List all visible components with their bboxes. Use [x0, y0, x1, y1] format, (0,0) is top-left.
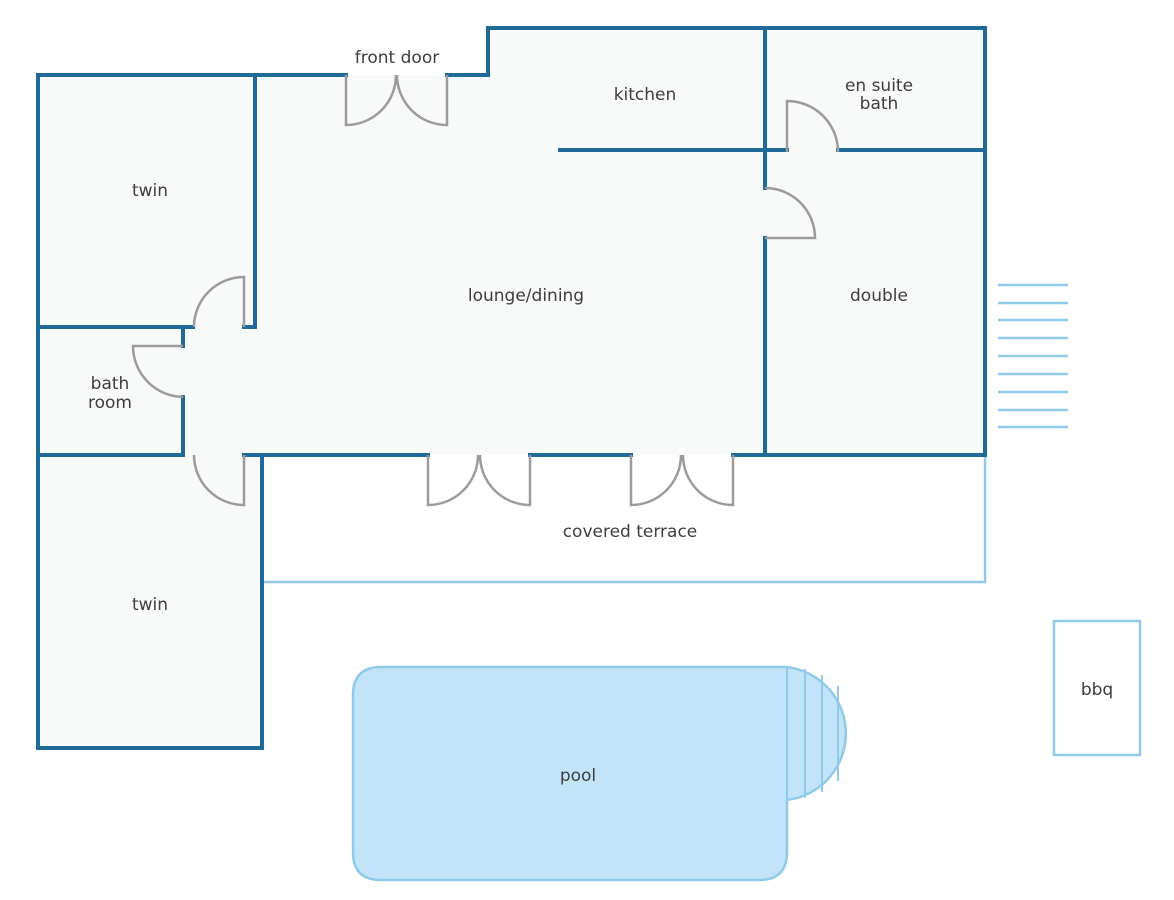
front-door-label: front door [355, 48, 439, 68]
twin-bottom-label: twin [132, 595, 168, 615]
bbq-area [1052, 619, 1142, 757]
main-floor [38, 28, 985, 748]
terrace-door-right [629, 454, 735, 507]
bath-room-label-line1: bath [91, 374, 130, 394]
bbq-label: bbq [1081, 680, 1113, 700]
double-label: double [850, 286, 908, 306]
pool-steps [786, 667, 839, 800]
floor-areas [38, 28, 985, 748]
pool [351, 665, 847, 882]
bath-door [131, 344, 184, 399]
steps [998, 283, 1068, 429]
kitchen-label: kitchen [614, 85, 677, 105]
twin-top-door [192, 275, 246, 328]
covered-terrace-outline [262, 455, 987, 584]
covered-terrace-label: covered terrace [563, 522, 698, 542]
bath-room-label-line2: room [88, 393, 132, 413]
terrace-door-left [426, 454, 532, 507]
twin-top-label: twin [132, 181, 168, 201]
pool-label: pool [560, 766, 596, 786]
pool-shape [351, 665, 847, 882]
walls [36, 26, 987, 750]
front-door-swing [344, 74, 449, 127]
double-bedroom-door [764, 186, 817, 240]
en-suite-door [785, 99, 840, 153]
en-suite-label-line1: en suite [845, 76, 913, 96]
labels: front door kitchen en suite bath twin lo… [88, 48, 1113, 786]
twin-bottom-door [192, 454, 246, 507]
lounge-dining-label: lounge/dining [468, 286, 584, 306]
en-suite-label-line2: bath [860, 94, 899, 114]
doors [131, 74, 840, 507]
